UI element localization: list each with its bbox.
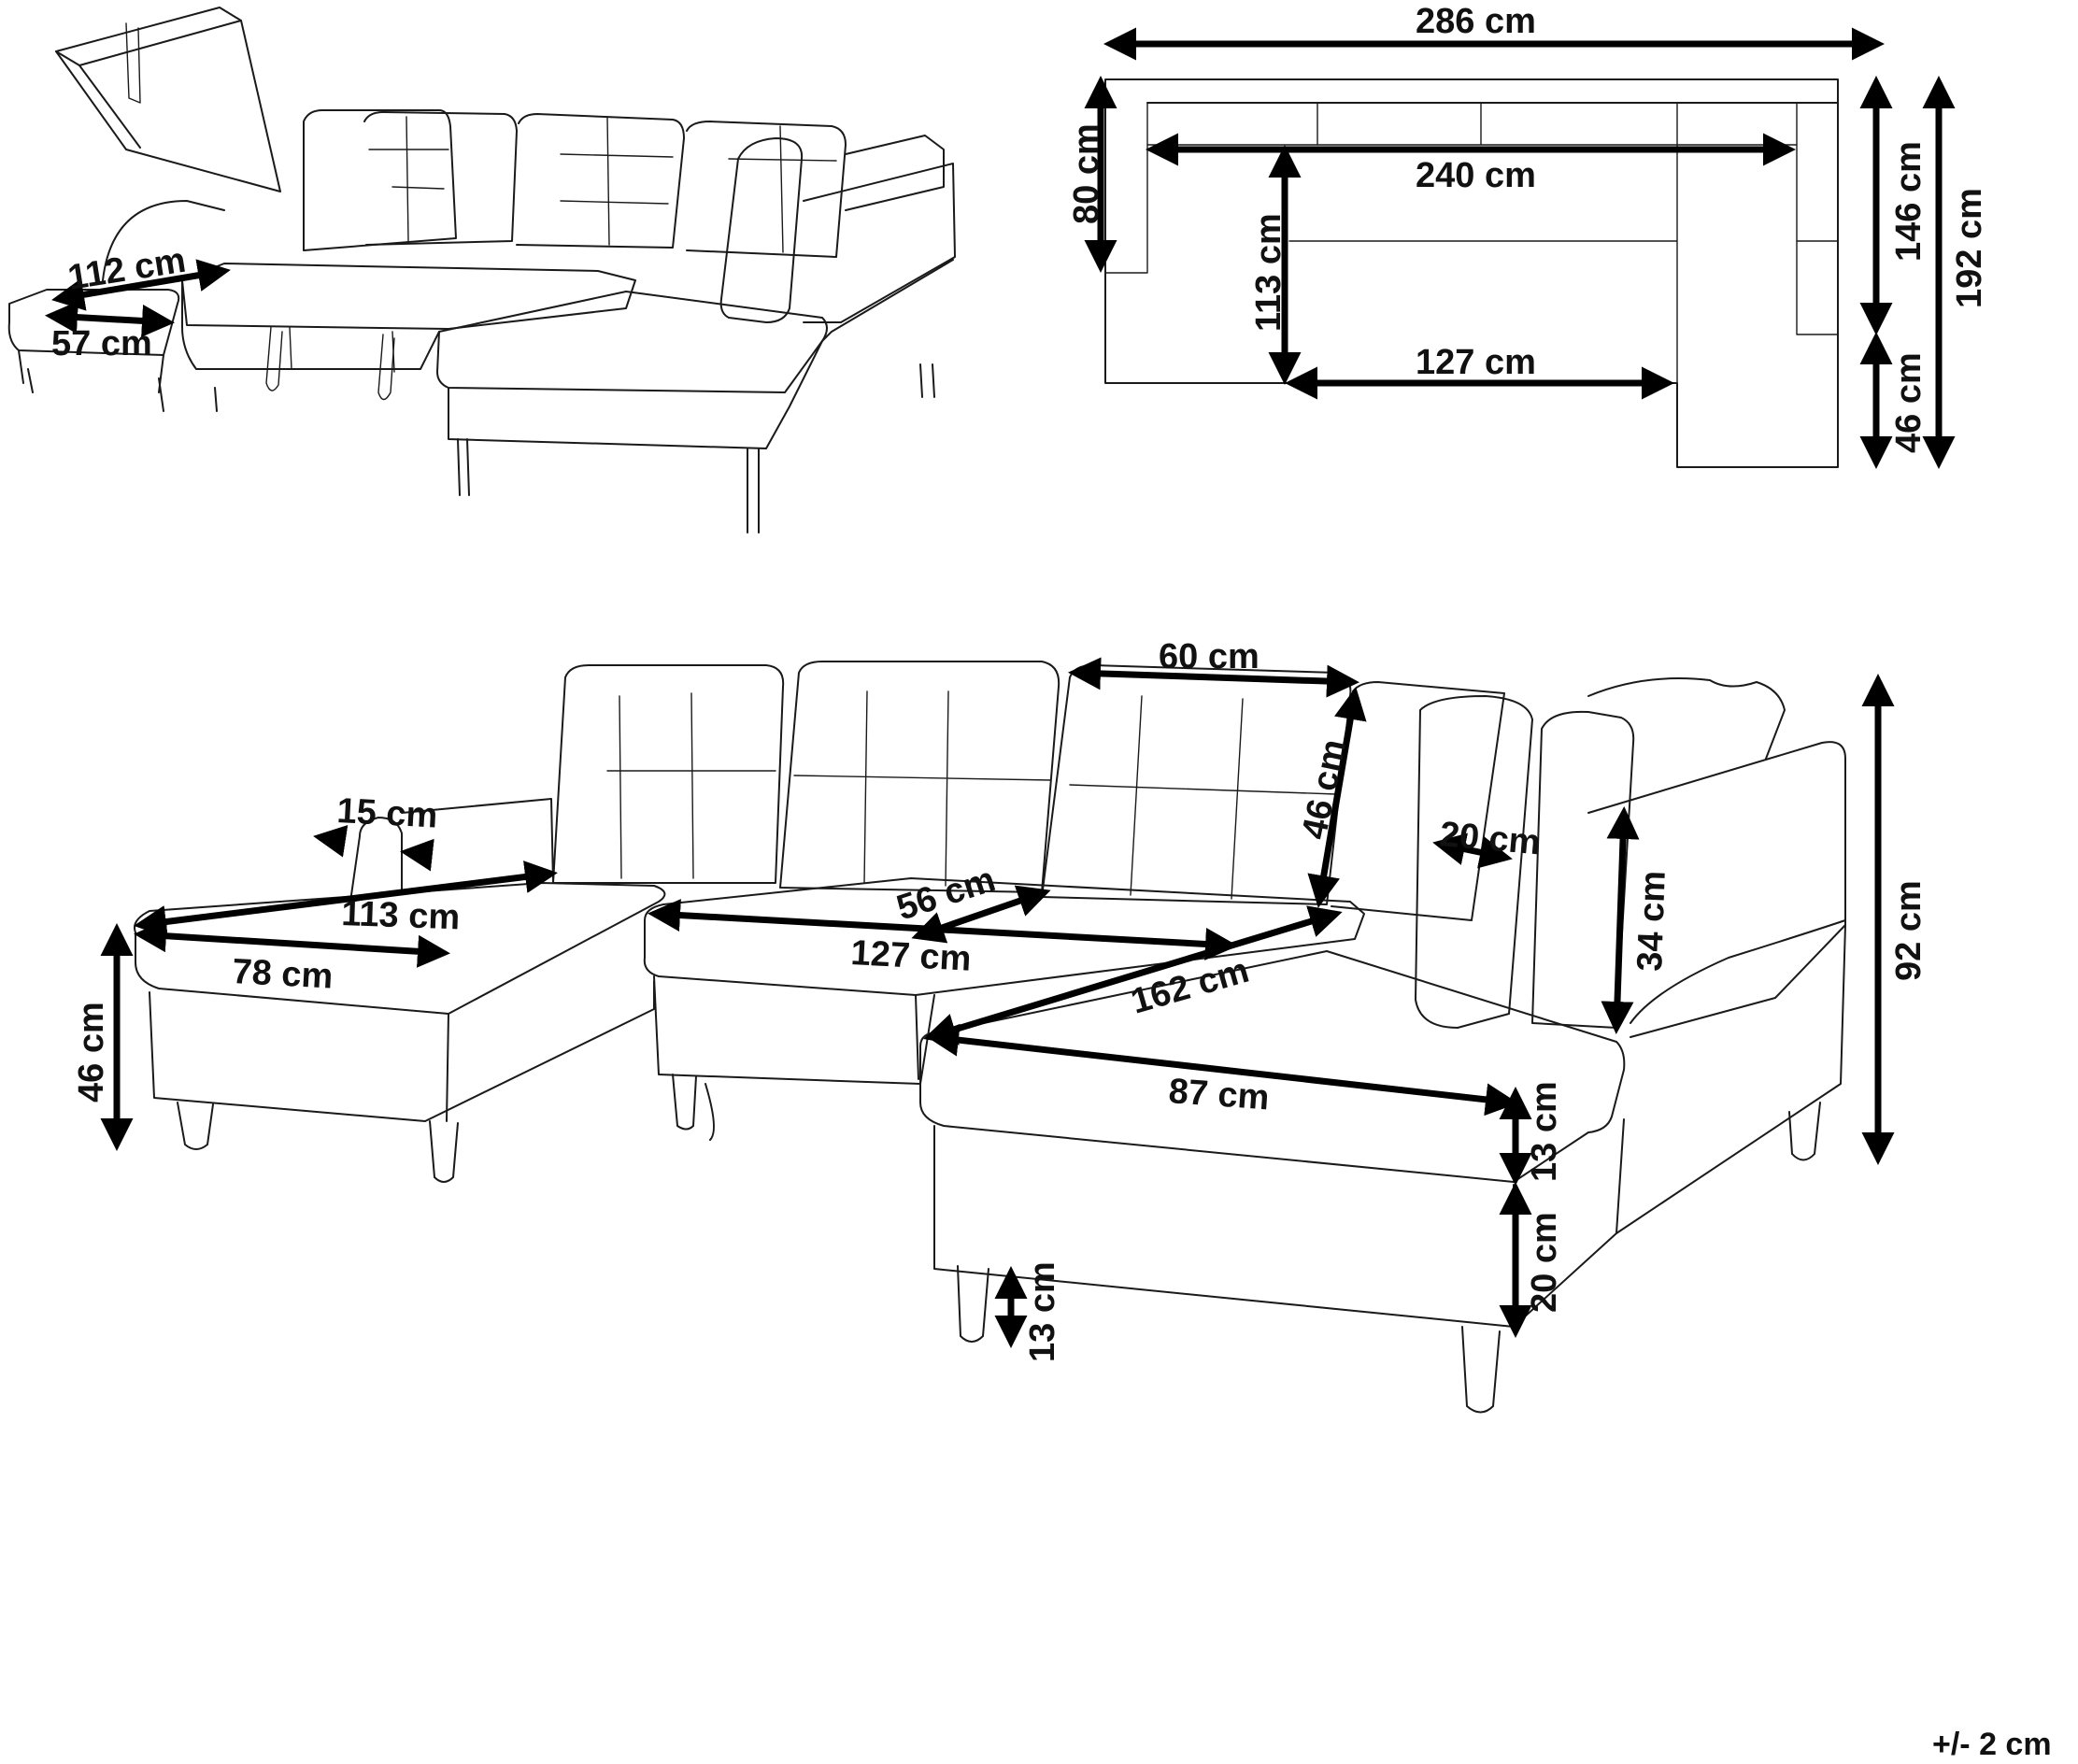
plan-dimension-arrows <box>1084 27 1956 469</box>
label-13cm-cushion: 13 cm <box>1525 1081 1564 1182</box>
label-240cm: 240 cm <box>1416 156 1536 195</box>
storage-sofa-drawing <box>7 7 956 533</box>
label-15cm: 15 cm <box>336 791 439 836</box>
label-46cm-seat: 46 cm <box>72 1002 111 1102</box>
label-127cm-front: 127 cm <box>850 933 973 979</box>
label-57cm: 57 cm <box>51 324 152 363</box>
front-dimension-arrows <box>100 657 1895 1348</box>
label-113cm-front: 113 cm <box>341 894 461 937</box>
label-60cm: 60 cm <box>1159 637 1260 676</box>
front-view-drawing <box>134 661 1846 1414</box>
label-34cm: 34 cm <box>1630 870 1673 972</box>
label-46cm-back: 46 cm <box>1295 736 1354 843</box>
label-80cm: 80 cm <box>1067 123 1106 224</box>
label-13cm-leg: 13 cm <box>1023 1261 1062 1362</box>
label-146cm: 146 cm <box>1889 141 1929 262</box>
label-20cm-arm: 20 cm <box>1438 815 1542 862</box>
label-127cm-plan: 127 cm <box>1416 343 1536 382</box>
label-87cm: 87 cm <box>1167 1072 1270 1117</box>
label-20cm-base: 20 cm <box>1525 1212 1564 1313</box>
tolerance-note: +/- 2 cm <box>1932 1727 2052 1762</box>
label-286cm: 286 cm <box>1416 2 1536 41</box>
label-162cm: 162 cm <box>1127 951 1253 1022</box>
storage-dimension-arrows <box>45 259 231 337</box>
label-113cm-plan: 113 cm <box>1249 213 1288 332</box>
plan-view-drawing <box>1104 78 1839 468</box>
label-78cm: 78 cm <box>232 952 334 997</box>
label-46cm-plan: 46 cm <box>1889 352 1929 453</box>
label-192cm: 192 cm <box>1950 188 1989 308</box>
label-92cm: 92 cm <box>1889 880 1929 981</box>
